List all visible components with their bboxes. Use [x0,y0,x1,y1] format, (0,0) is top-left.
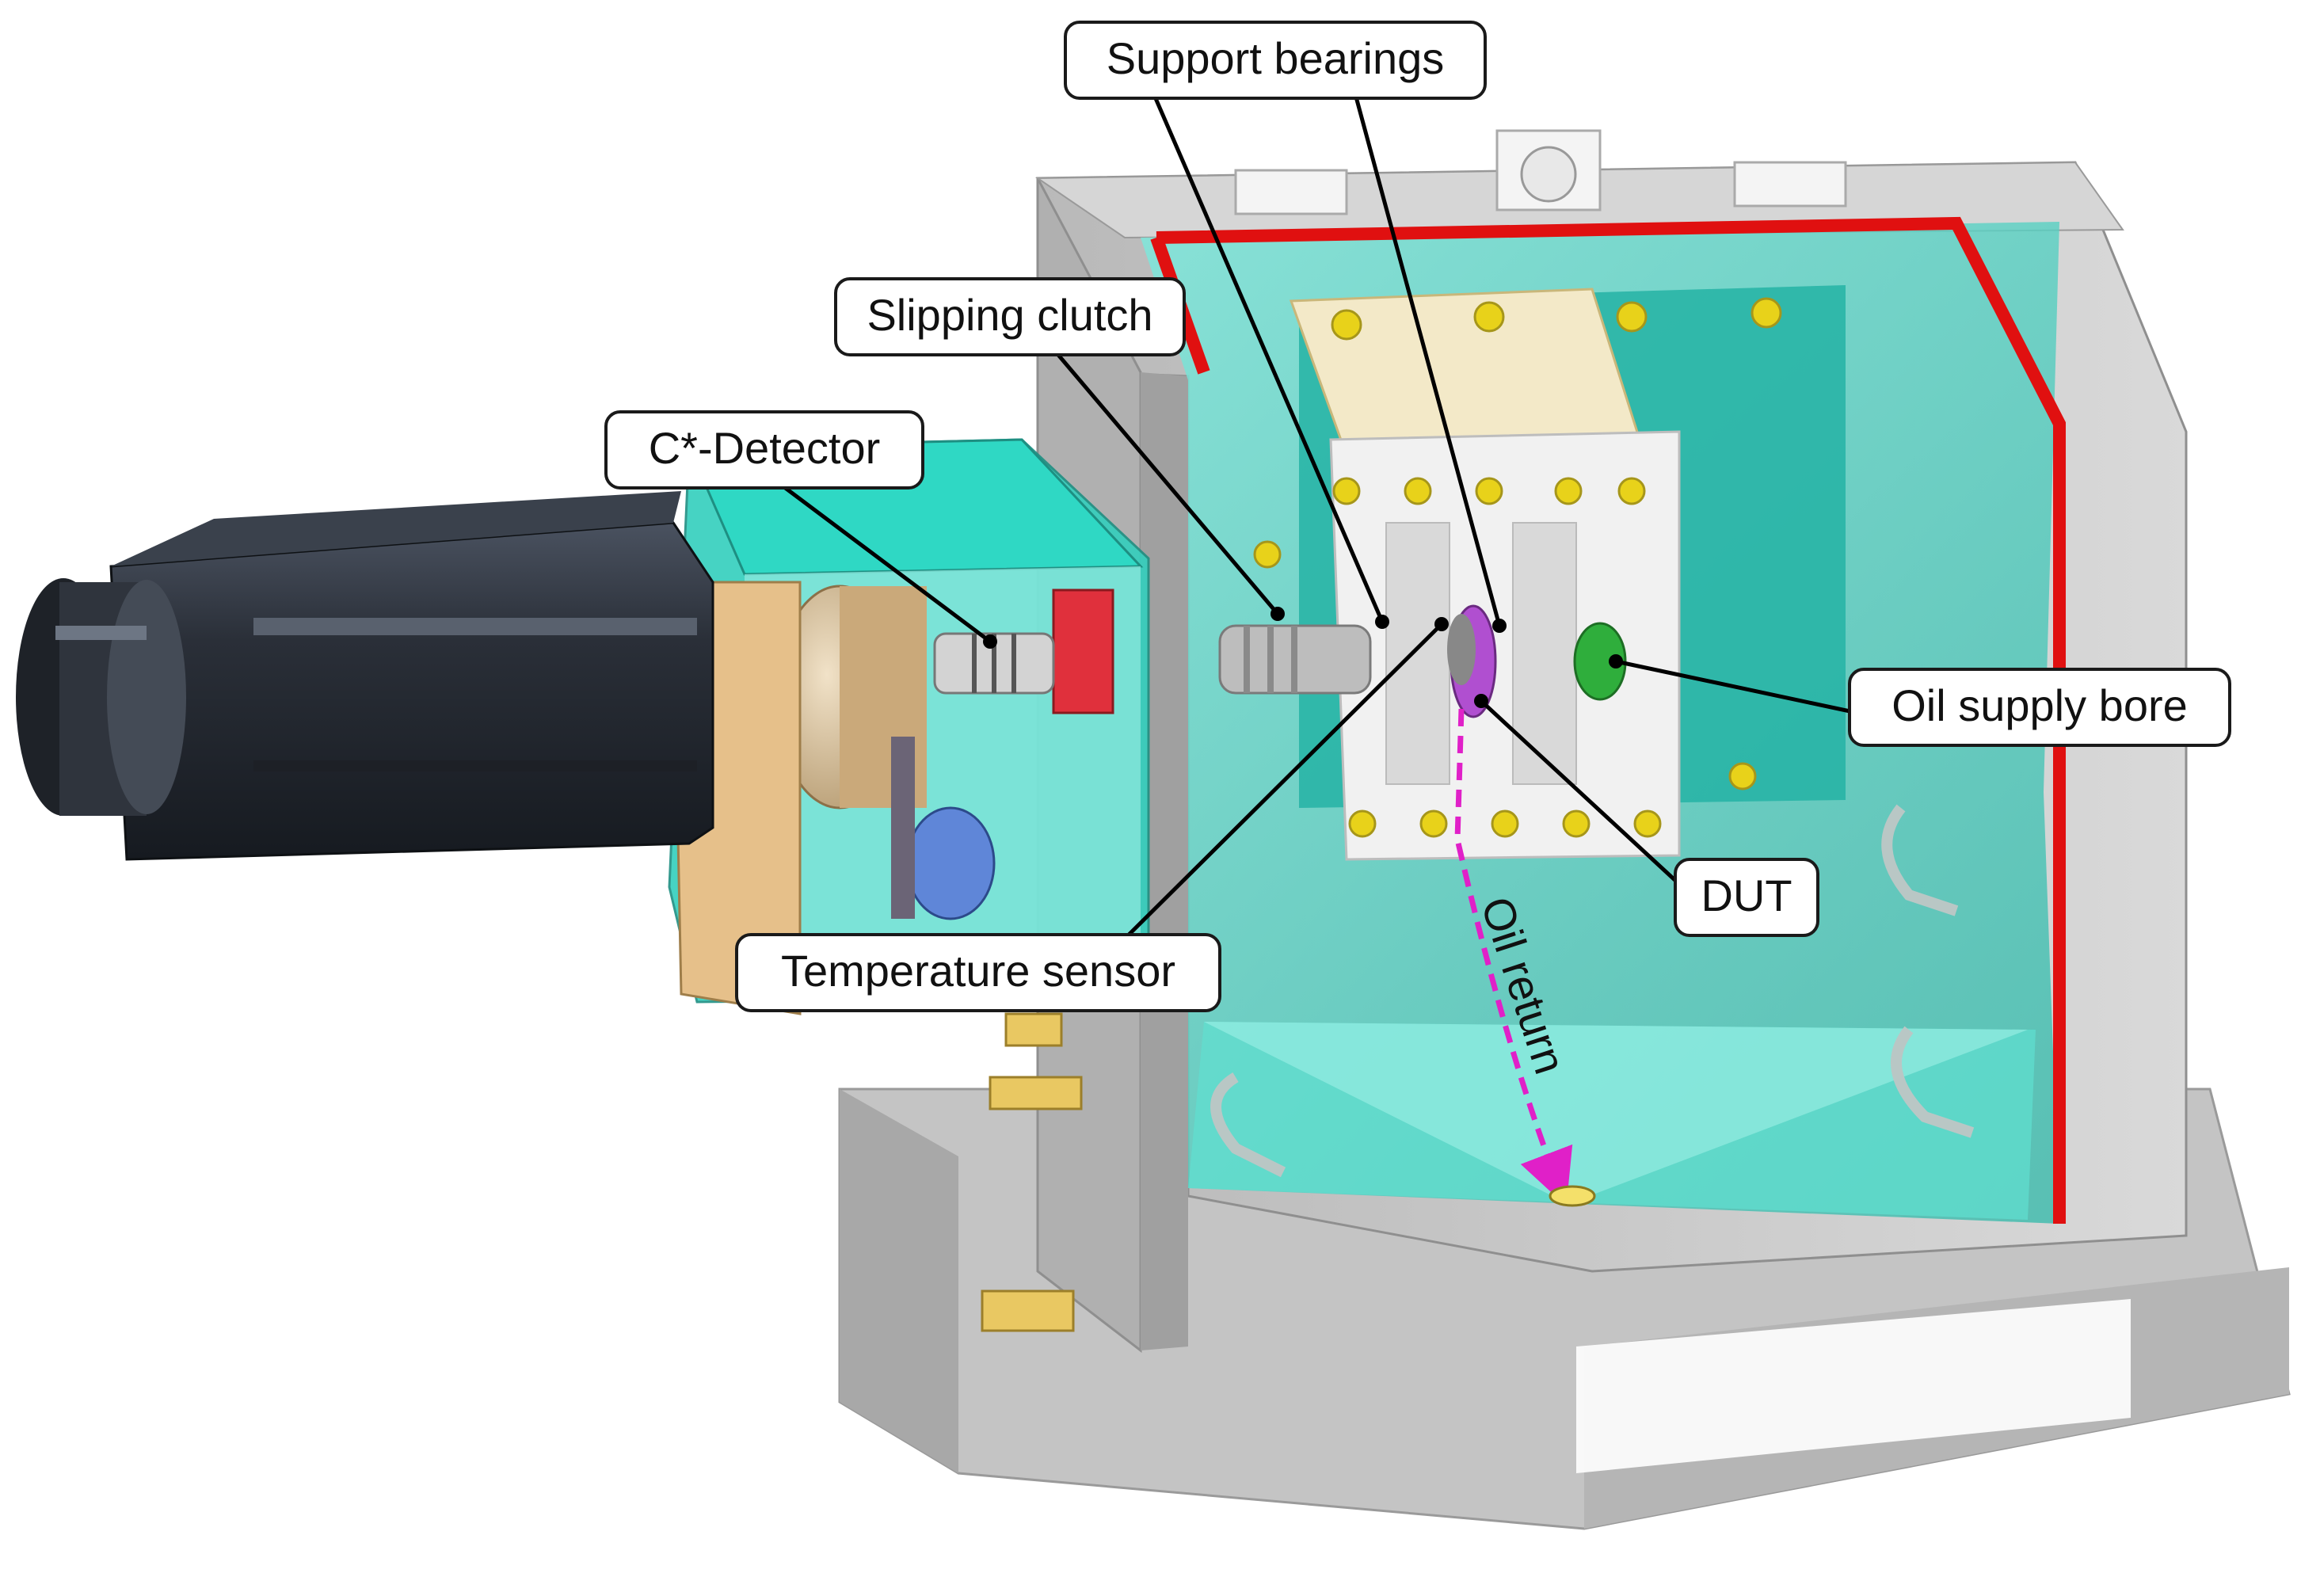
callout-temperature-sensor: Temperature sensor [735,933,1221,1012]
label-c-detector: C*-Detector [649,423,881,473]
label-oil-supply-bore: Oil supply bore [1891,680,2188,730]
label-temperature-sensor: Temperature sensor [781,946,1175,996]
callout-dut: DUT [1674,858,1819,937]
label-dut: DUT [1701,870,1792,920]
callout-support-bearings: Support bearings [1064,21,1487,100]
label-support-bearings: Support bearings [1107,33,1445,83]
oil-return-path [1454,708,1596,1207]
callout-slipping-clutch: Slipping clutch [834,277,1186,356]
bearing-block [1218,288,1681,861]
motor [16,491,714,861]
detector-housing [668,438,1150,1004]
leader-lines [767,90,1858,952]
callout-c-detector: C*-Detector [604,410,924,489]
callout-oil-supply-bore: Oil supply bore [1848,668,2231,747]
handles [1210,804,1975,1178]
leader-endpoints [983,607,1623,708]
bolt-heads [1253,297,1782,838]
oil-fittings [981,1012,1083,1332]
label-slipping-clutch: Slipping clutch [867,290,1152,340]
top-mounts [1234,129,1847,215]
